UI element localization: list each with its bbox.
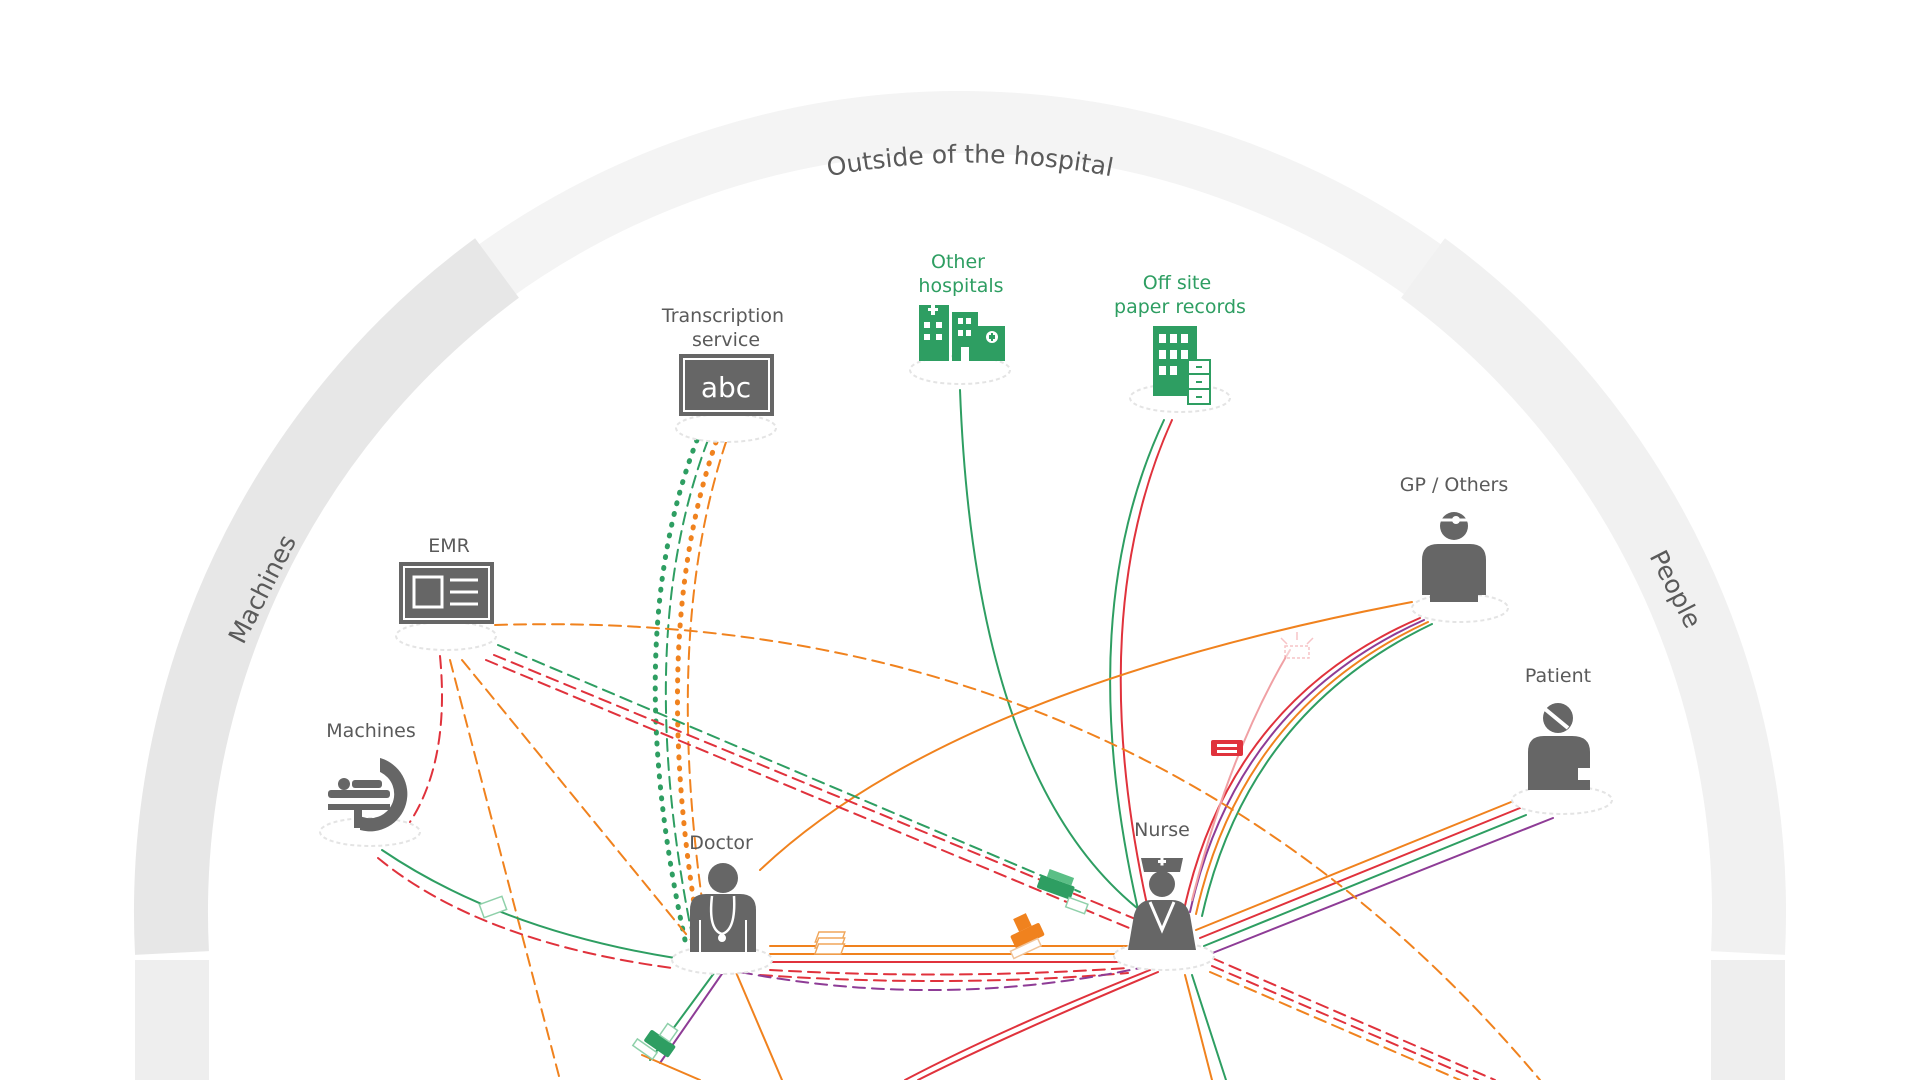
link-icons — [478, 632, 1314, 1061]
link-nurse-down-right-red-2 — [1211, 965, 1479, 1080]
link-offsite-nurse-red — [1119, 419, 1173, 919]
link-emr-down-orange-1 — [449, 659, 561, 1080]
link-otherhospitals-nurse — [959, 389, 1151, 919]
connections — [377, 389, 1554, 1080]
fax-icon-red — [1211, 740, 1243, 756]
paper-stack-icon — [813, 931, 846, 955]
paper-icon-machines-link — [478, 895, 508, 919]
link-patient-nurse-red — [1199, 807, 1521, 939]
link-emr-down-orange-2 — [461, 659, 696, 946]
patient-person-icon — [1528, 703, 1592, 790]
link-nurse-down-right-orange — [1209, 971, 1461, 1080]
link-machines-doctor-red — [377, 857, 673, 969]
node-nurse[interactable]: Nurse — [1113, 819, 1215, 971]
ring-segment-top — [461, 91, 1459, 307]
transcription-label-line2: service — [692, 329, 760, 351]
link-nurse-down-orange — [1184, 974, 1213, 1080]
node-doctor[interactable]: Doctor — [671, 832, 773, 975]
fax-icon-green-doctor — [631, 1022, 679, 1061]
link-transcription-doctor-green-dotted — [652, 437, 700, 943]
link-gp-doctor-orange — [759, 601, 1413, 871]
node-emr[interactable]: EMR — [395, 535, 497, 651]
link-emr-nurse-green — [497, 644, 1081, 893]
link-nurse-down-red-1 — [904, 969, 1151, 1080]
link-gp-nurse-green — [1201, 623, 1433, 917]
link-transcription-doctor-green-dashed — [664, 439, 709, 941]
nurse-label: Nurse — [1134, 819, 1190, 841]
link-patient-nurse-green — [1203, 814, 1527, 947]
link-gp-nurse-purple — [1189, 619, 1425, 913]
link-emr-longarc-orange — [494, 623, 1541, 1080]
node-transcription-service[interactable]: Transcription service abc — [661, 305, 784, 443]
doctor-label: Doctor — [689, 832, 753, 854]
link-emr-nurse-red-2 — [485, 659, 1147, 936]
other-hospitals-label-line1: Other — [931, 251, 985, 273]
link-doctor-nurse-red-dashed-2 — [759, 972, 1129, 983]
machines-label: Machines — [326, 720, 415, 742]
gp-label: GP / Others — [1400, 474, 1509, 496]
ring-segment-left — [133, 238, 519, 955]
link-nurse-down-green — [1191, 974, 1227, 1080]
transcription-label-line1: Transcription — [661, 305, 784, 327]
offsite-label-line1: Off site — [1143, 272, 1211, 294]
ring-segment-bottom-right — [1711, 960, 1785, 1080]
fax-icon-orange — [1009, 913, 1045, 960]
link-offsite-nurse-green — [1109, 419, 1165, 919]
link-fax-gp-faded — [1191, 649, 1291, 901]
screen-text: abc — [701, 371, 751, 404]
transcription-screen-icon: abc — [679, 354, 774, 416]
ring-segment-bottom-left — [135, 960, 209, 1080]
outer-ring — [133, 91, 1787, 1080]
fax-icon-faded — [1280, 632, 1314, 659]
patient-label: Patient — [1525, 665, 1591, 687]
node-machines[interactable]: Machines — [319, 720, 421, 847]
fax-icon-green-nurse — [1037, 869, 1089, 915]
link-patient-nurse-purple — [1209, 817, 1554, 955]
link-nurse-down-red-2 — [917, 971, 1159, 1080]
link-transcription-doctor-orange-dashed — [686, 441, 727, 941]
link-gp-nurse-orange — [1195, 621, 1429, 915]
link-machines-doctor-green — [381, 849, 676, 959]
link-nurse-down-right-red-1 — [1211, 957, 1496, 1080]
emr-label: EMR — [428, 535, 470, 557]
link-patient-nurse-orange — [1195, 799, 1517, 931]
nurse-person-icon — [1128, 857, 1196, 950]
hospital-icon — [919, 304, 1005, 361]
node-gp-others[interactable]: GP / Others — [1400, 474, 1509, 623]
other-hospitals-label-line2: hospitals — [918, 275, 1003, 297]
records-building-icon — [1153, 326, 1211, 405]
link-doctor-nurse-purple-dashed — [739, 967, 1141, 992]
doctor-person-icon — [690, 863, 756, 952]
ring-segment-right — [1401, 238, 1787, 955]
gp-person-icon — [1422, 512, 1486, 602]
link-gp-nurse-red — [1183, 617, 1421, 911]
mri-scanner-icon — [328, 758, 408, 832]
link-emr-machines-red — [409, 655, 443, 823]
node-other-hospitals[interactable]: Other hospitals — [909, 251, 1011, 385]
link-doctor-nurse-red-dashed-1 — [769, 967, 1129, 976]
node-offsite-paper-records[interactable]: Off site paper records — [1114, 272, 1246, 413]
offsite-label-line2: paper records — [1114, 296, 1246, 318]
emr-monitor-icon — [399, 562, 494, 624]
node-patient[interactable]: Patient — [1511, 665, 1613, 815]
link-doctor-down-orange-2 — [734, 969, 783, 1080]
